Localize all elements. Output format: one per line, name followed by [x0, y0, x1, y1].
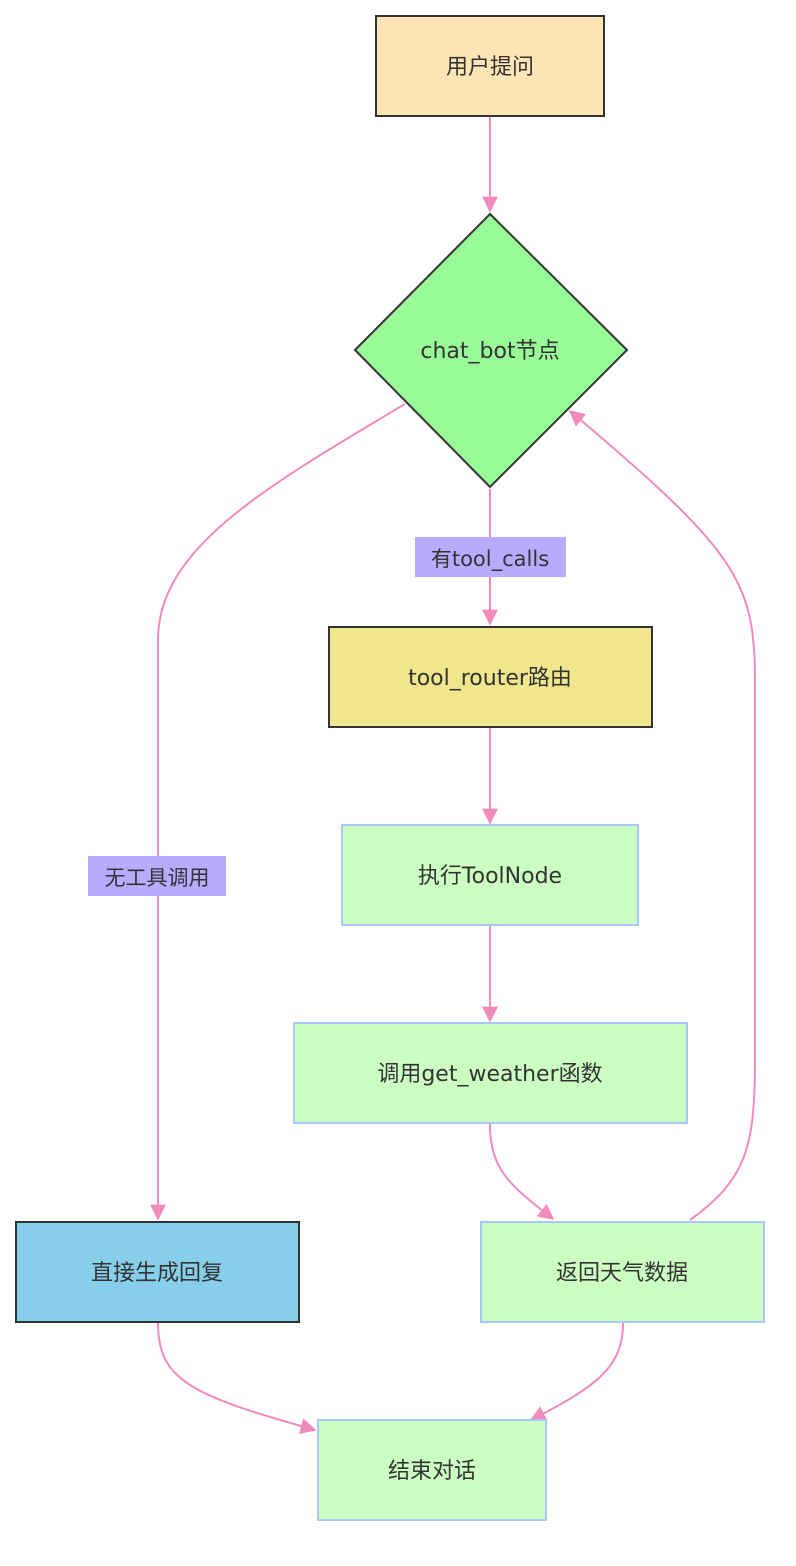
svg-text:chat_bot节点: chat_bot节点: [420, 339, 559, 364]
svg-text:返回天气数据: 返回天气数据: [556, 1261, 688, 1286]
svg-text:直接生成回复: 直接生成回复: [91, 1261, 223, 1286]
edge-return-to-chatbot: [568, 409, 756, 1221]
node-tool-router: tool_router路由: [328, 626, 653, 728]
svg-text:执行ToolNode: 执行ToolNode: [418, 864, 562, 889]
edge-chatbot-to-direct-reply: [150, 403, 406, 1221]
node-user-question: 用户提问: [375, 15, 605, 117]
node-chat-bot-decision: chat_bot节点: [353, 212, 629, 489]
edges: [150, 117, 756, 1434]
node-end-conversation: 结束对话: [317, 1419, 547, 1521]
svg-text:结束对话: 结束对话: [388, 1459, 476, 1484]
edge-return-to-end: [529, 1322, 624, 1421]
svg-text:tool_router路由: tool_router路由: [408, 666, 572, 691]
node-tool-node: 执行ToolNode: [341, 824, 639, 926]
svg-text:用户提问: 用户提问: [446, 55, 534, 80]
edge-direct-reply-to-end: [157, 1322, 317, 1434]
edge-label-no-tool-call: 无工具调用: [88, 856, 226, 896]
edge-getweather-to-return: [489, 1123, 555, 1220]
edge-label-has-tool-calls: 有tool_calls: [415, 537, 566, 577]
svg-text:调用get_weather函数: 调用get_weather函数: [377, 1062, 602, 1087]
svg-text:无工具调用: 无工具调用: [105, 866, 210, 890]
node-get-weather: 调用get_weather函数: [293, 1022, 688, 1124]
node-direct-reply: 直接生成回复: [15, 1221, 300, 1323]
node-return-weather: 返回天气数据: [480, 1221, 765, 1323]
svg-text:有tool_calls: 有tool_calls: [431, 547, 549, 572]
